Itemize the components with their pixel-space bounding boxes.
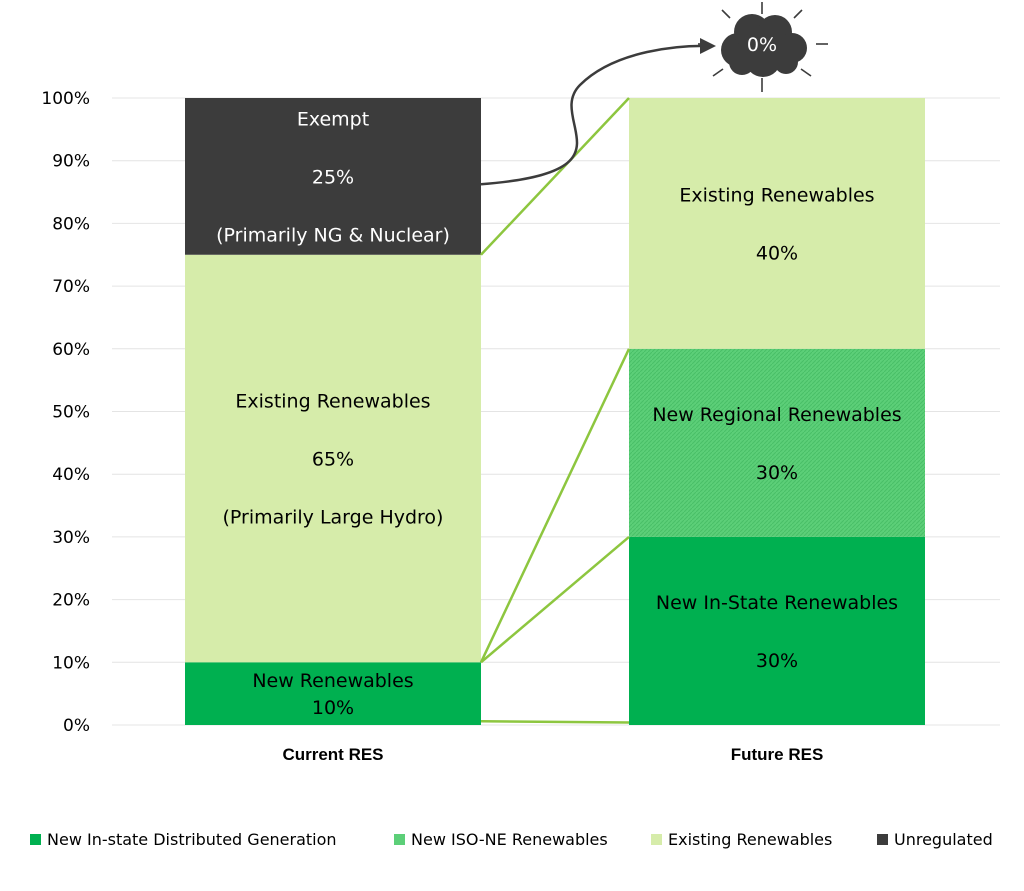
segment-label: Exempt <box>297 108 369 130</box>
segment-label: New In-State Renewables <box>656 592 898 614</box>
category-label: Current RES <box>282 745 383 764</box>
connector-line <box>480 97 630 256</box>
y-tick-label: 70% <box>52 277 90 297</box>
bar-segment <box>629 536 925 725</box>
bar-segment <box>185 662 481 725</box>
segment-label: (Primarily NG & Nuclear) <box>216 224 450 246</box>
connector-line <box>479 348 631 663</box>
segment-label: (Primarily Large Hydro) <box>223 507 444 529</box>
legend-swatch <box>651 834 662 845</box>
y-tick-label: 0% <box>63 716 90 736</box>
segment-label: Existing Renewables <box>235 391 430 413</box>
y-tick-label: 80% <box>52 214 90 234</box>
segment-label: New Regional Renewables <box>652 404 901 426</box>
bar-segment <box>185 254 481 663</box>
legend-label: Existing Renewables <box>668 830 832 849</box>
annotation-label: 0% <box>747 34 777 56</box>
arrow-head-icon <box>700 38 716 54</box>
legend-swatch <box>30 834 41 845</box>
bar-segment <box>629 98 925 349</box>
segment-label: 40% <box>756 242 798 264</box>
segment-label: 25% <box>312 166 354 188</box>
segment-label: 30% <box>756 462 798 484</box>
y-tick-label: 60% <box>52 340 90 360</box>
y-tick-label: 30% <box>52 528 90 548</box>
y-tick-label: 90% <box>52 152 90 172</box>
y-tick-label: 20% <box>52 591 90 611</box>
segment-label: Existing Renewables <box>679 184 874 206</box>
legend-label: New ISO-NE Renewables <box>411 830 608 849</box>
y-tick-label: 10% <box>52 653 90 673</box>
legend-label: Unregulated <box>894 830 993 849</box>
segment-label: New Renewables <box>252 670 413 692</box>
legend-swatch <box>394 834 405 845</box>
segment-label: 10% <box>312 697 354 719</box>
bar-segment <box>629 348 925 537</box>
segment-label: 65% <box>312 449 354 471</box>
connector-line <box>480 719 630 724</box>
category-label: Future RES <box>731 745 824 764</box>
cloud-burst-icon <box>698 2 828 92</box>
y-tick-label: 50% <box>52 403 90 423</box>
legend-label: New In-state Distributed Generation <box>47 830 337 849</box>
y-tick-label: 40% <box>52 465 90 485</box>
connector-line <box>480 535 630 664</box>
y-tick-label: 100% <box>41 89 90 109</box>
bar-segment <box>185 98 481 255</box>
legend-swatch <box>877 834 888 845</box>
annotation-arrow <box>480 44 713 186</box>
segment-label: 30% <box>756 650 798 672</box>
